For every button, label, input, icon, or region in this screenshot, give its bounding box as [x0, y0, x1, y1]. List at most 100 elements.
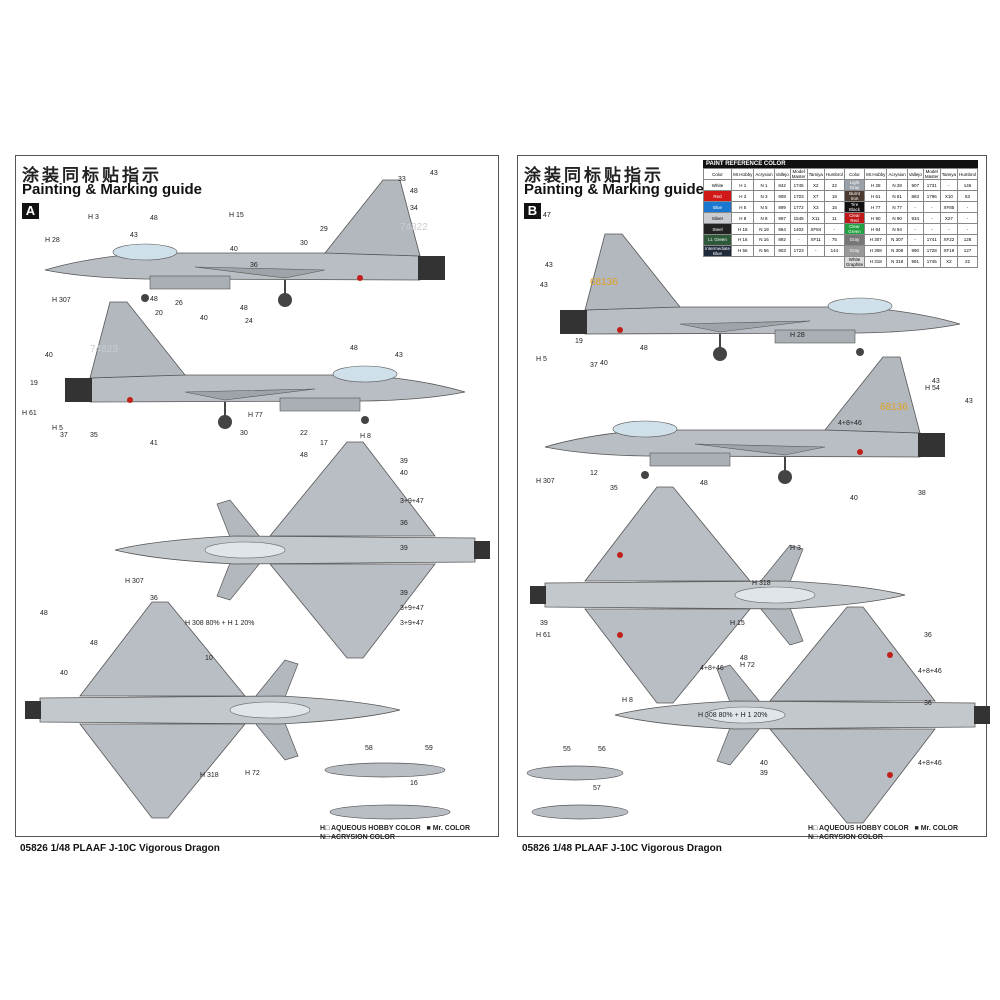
callout-number: 40: [400, 470, 408, 477]
drop-tank-b1: [526, 765, 624, 781]
color-chip: H 308 80% + H 1 20%: [698, 712, 768, 719]
paint-cell: H 18: [731, 223, 755, 235]
drop-tank-b2: [531, 804, 629, 820]
paint-cell: N 318: [886, 255, 908, 268]
paint-cell: -: [922, 223, 941, 235]
callout-number: 48: [740, 655, 748, 662]
paint-cell: N 1: [753, 179, 775, 191]
callout-number: 43: [430, 170, 438, 177]
paint-cell: -: [956, 201, 979, 213]
callout-number: 37: [60, 432, 68, 439]
paint-cell: X2: [939, 255, 958, 268]
paint-cell: H 307: [864, 234, 888, 246]
paint-header: Acrysion: [753, 168, 775, 180]
callout-number: 19: [30, 380, 38, 387]
drop-tank-a2: [329, 804, 451, 820]
callout-number: 48: [300, 452, 308, 459]
paint-cell: N 3: [753, 190, 775, 202]
paint-cell: N 308: [886, 244, 908, 257]
paint-empty-cell: [774, 256, 790, 267]
callout-number: 3+9+47: [400, 498, 424, 505]
paint-cell: N 94: [886, 223, 908, 235]
title-en-b: Painting & Marking guide: [524, 181, 705, 198]
serial-b1: 68136: [590, 277, 618, 288]
callout-number: 36: [150, 595, 158, 602]
paint-cell: H 94: [864, 223, 888, 235]
paint-cell: 15: [823, 201, 845, 213]
callout-number: 40: [760, 760, 768, 767]
callout-number: 59: [425, 745, 433, 752]
callout-number: 26: [175, 300, 183, 307]
callout-number: 40: [200, 315, 208, 322]
paint-cell: X11: [806, 212, 825, 224]
paint-cell: N 18: [753, 223, 775, 235]
footer-b: 05826 1/48 PLAAF J-10C Vigorous Dragon: [522, 843, 722, 854]
callout-number: 58: [365, 745, 373, 752]
paint-empty-cell: [704, 256, 732, 267]
callout-number: 29: [320, 226, 328, 233]
color-chip: H 72: [245, 770, 260, 777]
paint-cell: X27: [939, 212, 958, 224]
paint-cell: -: [922, 201, 941, 213]
paint-cell: N 77: [886, 201, 908, 213]
callout-number: 48: [700, 480, 708, 487]
callout-number: 36: [250, 262, 258, 269]
paint-cell: H 1: [731, 179, 755, 191]
callout-number: 37: [590, 362, 598, 369]
color-chip: H 318: [752, 580, 771, 587]
paint-cell: N 56: [753, 244, 775, 257]
paint-color-name: White: [702, 179, 733, 191]
paint-cell: -: [922, 212, 941, 224]
callout-number: 48: [150, 296, 158, 303]
paint-cell: 863: [906, 190, 924, 202]
paint-header: Color: [843, 168, 866, 180]
paint-color-name: Lt. Green: [702, 234, 733, 246]
callout-number: 3+9+47: [400, 605, 424, 612]
callout-number: 43: [965, 398, 973, 405]
paint-cell: 908: [773, 190, 791, 202]
paint-cell: 22: [956, 255, 979, 268]
color-chip: H 72: [740, 662, 755, 669]
paint-header: Tamiya: [939, 168, 958, 180]
callout-number: 43: [395, 352, 403, 359]
callout-number: 36: [400, 520, 408, 527]
color-chip: H 47: [536, 212, 551, 219]
paint-cell: 144: [823, 244, 845, 257]
color-chip: H 15: [730, 620, 745, 627]
callout-number: 10: [205, 655, 213, 662]
paint-cell: N 5: [753, 201, 775, 213]
paint-color-name: Tire Black: [843, 201, 866, 213]
color-chip: H 77: [248, 412, 263, 419]
serial-a2: 74823: [90, 344, 118, 355]
callout-number: 43: [540, 282, 548, 289]
callout-number: 41: [150, 440, 158, 447]
paint-cell: 146: [956, 179, 979, 191]
callout-number: 39: [400, 545, 408, 552]
paint-cell: 864: [773, 223, 791, 235]
callout-number: 48: [150, 215, 158, 222]
paint-cell: XF84: [806, 223, 825, 235]
paint-cell: 990: [906, 244, 924, 257]
callout-number: 30: [300, 240, 308, 247]
footer-a: 05826 1/48 PLAAF J-10C Vigorous Dragon: [20, 843, 220, 854]
paint-cell: -: [789, 234, 808, 246]
color-chip: H 307: [536, 478, 555, 485]
callout-number: 4+8+46: [918, 760, 942, 767]
legend-mr: ■ Mr. COLOR: [914, 825, 959, 832]
callout-number: 4+8+46: [918, 668, 942, 675]
callout-number: 40: [45, 352, 53, 359]
paint-cell: -: [906, 223, 924, 235]
paint-cell: 907: [906, 179, 924, 191]
paint-cell: -: [906, 234, 924, 246]
paint-cell: 19: [823, 190, 845, 202]
color-chip: H 3: [790, 545, 801, 552]
paint-cell: 53: [956, 190, 979, 202]
paint-empty-cell: [790, 256, 807, 267]
callout-number: 3+9+47: [400, 620, 424, 627]
callout-number: 48: [240, 305, 248, 312]
color-chip: H 28: [790, 332, 805, 339]
paint-cell: 934: [906, 212, 924, 224]
paint-table-title: PAINT REFERENCE COLOR: [703, 160, 978, 168]
